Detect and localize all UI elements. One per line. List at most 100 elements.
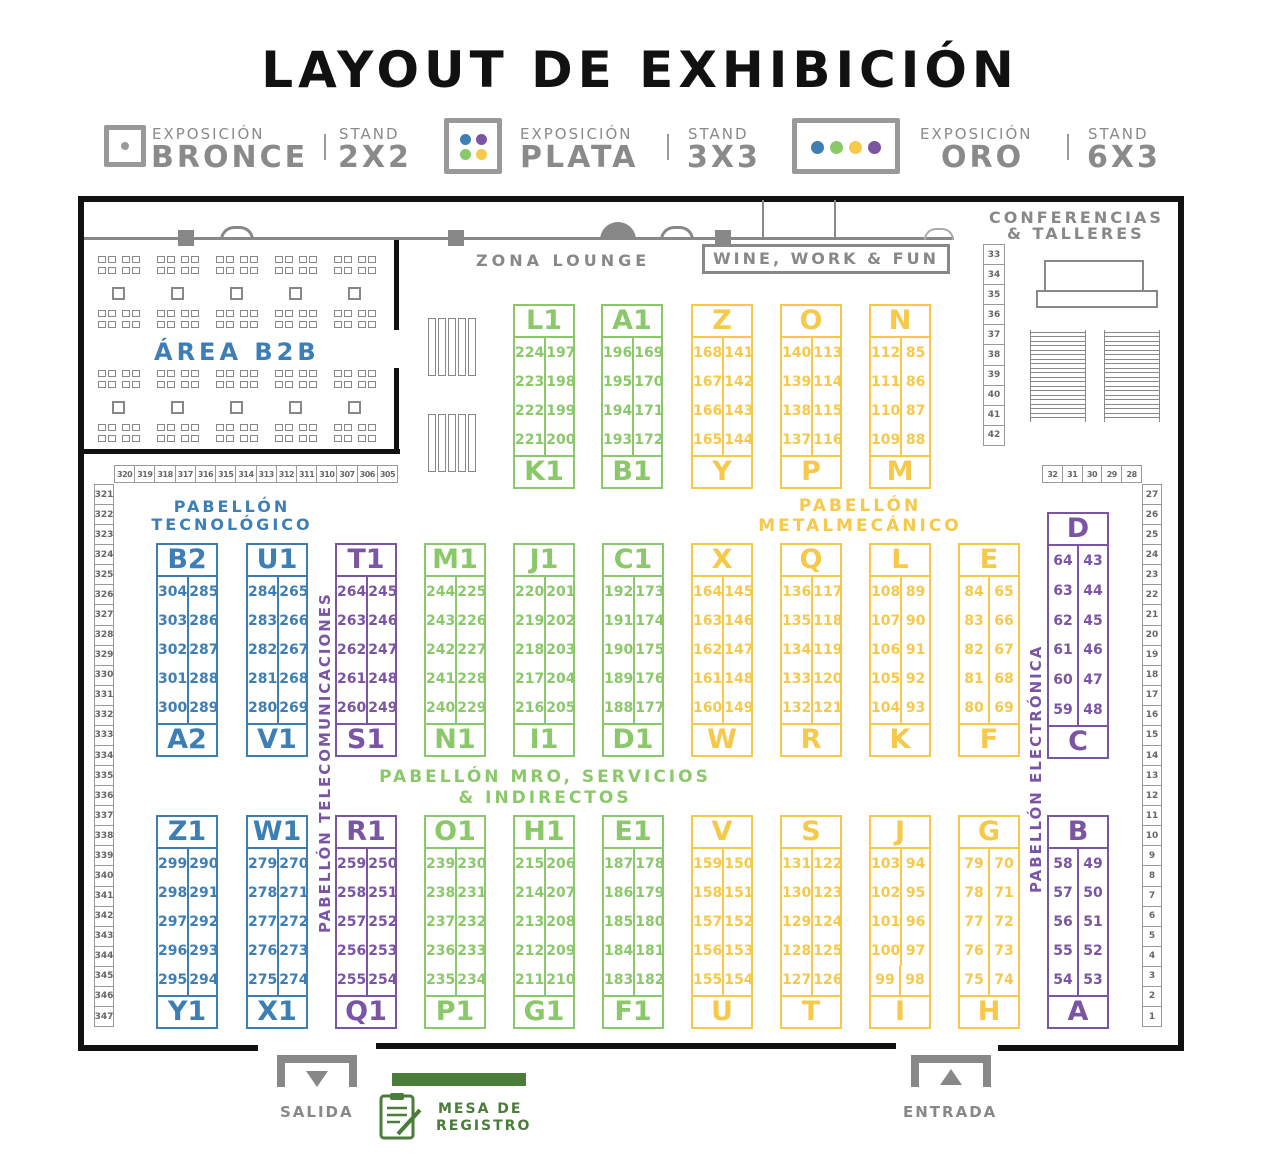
small-stand[interactable]: 323: [95, 525, 113, 546]
stand-number[interactable]: 53: [1083, 972, 1103, 989]
small-stand[interactable]: 9: [1143, 846, 1161, 867]
stand-number[interactable]: 163: [693, 606, 725, 636]
stand-number[interactable]: 274: [279, 972, 309, 989]
stand-number[interactable]: 68: [994, 671, 1014, 688]
stand-number[interactable]: 220: [515, 577, 547, 607]
stand-number[interactable]: 174: [635, 612, 665, 629]
stand-number[interactable]: 138: [782, 396, 814, 426]
stand-number[interactable]: 127: [782, 965, 814, 996]
stand-number[interactable]: 54: [1049, 965, 1079, 996]
stand-number[interactable]: 204: [546, 671, 576, 688]
stand-number[interactable]: 186: [604, 878, 636, 908]
stand-number[interactable]: 66: [994, 612, 1014, 629]
stand-number[interactable]: 49: [1083, 855, 1103, 872]
stand-number[interactable]: 97: [905, 943, 926, 960]
small-stand[interactable]: 315: [216, 466, 237, 482]
stand-number[interactable]: 288: [189, 671, 219, 688]
stand-number[interactable]: 214: [515, 878, 547, 908]
stand-number[interactable]: 247: [368, 642, 398, 658]
stand-number[interactable]: 177: [635, 700, 665, 717]
stand-number[interactable]: 77: [960, 907, 990, 937]
stand-number[interactable]: 85: [905, 344, 926, 361]
stand-number[interactable]: 213: [515, 907, 547, 937]
stand-number[interactable]: 279: [248, 849, 280, 879]
stand-number[interactable]: 44: [1083, 582, 1103, 599]
small-stand[interactable]: 344: [95, 947, 113, 967]
small-stand[interactable]: 1: [1148, 1011, 1156, 1022]
stand-number[interactable]: 210: [546, 972, 576, 989]
stand-number[interactable]: 170: [634, 373, 664, 390]
stand-number[interactable]: 202: [546, 612, 576, 629]
stand-number[interactable]: 212: [515, 936, 547, 966]
stand-number[interactable]: 114: [813, 373, 843, 390]
stand-number[interactable]: 70: [994, 855, 1014, 872]
stand-number[interactable]: 272: [279, 914, 309, 930]
small-stand[interactable]: 28: [1126, 469, 1138, 479]
small-stand[interactable]: 32: [1043, 466, 1063, 482]
stand-number[interactable]: 55: [1049, 936, 1079, 966]
small-stand[interactable]: 37: [984, 325, 1004, 346]
stand-number[interactable]: 175: [635, 642, 665, 658]
stand-number[interactable]: 144: [724, 432, 754, 449]
stand-number[interactable]: 254: [368, 972, 398, 989]
stand-number[interactable]: 193: [603, 425, 635, 455]
small-stand[interactable]: 7: [1143, 887, 1161, 907]
small-stand[interactable]: 319: [135, 466, 156, 482]
small-stand[interactable]: 321: [95, 485, 113, 506]
stand-number[interactable]: 221: [515, 425, 547, 455]
stand-number[interactable]: 131: [782, 849, 814, 879]
stand-number[interactable]: 111: [871, 367, 903, 397]
stand-number[interactable]: 134: [782, 635, 814, 665]
stand-number[interactable]: 94: [905, 855, 926, 872]
small-stand[interactable]: 21: [1143, 605, 1161, 626]
stand-number[interactable]: 129: [782, 907, 814, 937]
stand-number[interactable]: 238: [426, 878, 458, 908]
stand-number[interactable]: 269: [279, 700, 309, 717]
small-stand[interactable]: 30: [1083, 466, 1103, 482]
stand-number[interactable]: 161: [693, 664, 725, 694]
stand-number[interactable]: 223: [515, 367, 547, 397]
stand-number[interactable]: 266: [279, 612, 309, 629]
stand-number[interactable]: 74: [994, 972, 1014, 989]
stand-number[interactable]: 81: [960, 664, 990, 694]
stand-number[interactable]: 147: [724, 642, 754, 658]
stand-number[interactable]: 294: [189, 972, 219, 989]
small-stand[interactable]: 332: [95, 706, 113, 726]
stand-number[interactable]: 283: [248, 606, 280, 636]
small-stand[interactable]: 16: [1143, 706, 1161, 726]
stand-number[interactable]: 236: [426, 936, 458, 966]
small-stand[interactable]: 14: [1143, 746, 1161, 767]
small-stand[interactable]: 307: [337, 466, 358, 482]
stand-number[interactable]: 105: [871, 664, 903, 694]
small-stand[interactable]: 318: [155, 466, 176, 482]
small-stand[interactable]: 39: [984, 366, 1004, 386]
small-stand[interactable]: 342: [95, 907, 113, 927]
small-stand[interactable]: 337: [95, 806, 113, 827]
stand-number[interactable]: 181: [635, 943, 665, 960]
stand-number[interactable]: 71: [994, 884, 1014, 901]
stand-number[interactable]: 296: [158, 936, 190, 966]
stand-number[interactable]: 271: [279, 884, 309, 901]
stand-number[interactable]: 259: [337, 849, 369, 879]
small-stand[interactable]: 35: [984, 285, 1004, 306]
stand-number[interactable]: 157: [693, 907, 725, 937]
small-stand[interactable]: 23: [1143, 565, 1161, 586]
stand-number[interactable]: 72: [994, 914, 1014, 930]
small-stand[interactable]: 330: [95, 666, 113, 686]
stand-number[interactable]: 58: [1049, 849, 1079, 879]
stand-number[interactable]: 146: [724, 612, 754, 629]
small-stand[interactable]: 320: [115, 466, 136, 482]
stand-number[interactable]: 122: [813, 855, 843, 872]
small-stand[interactable]: 340: [95, 866, 113, 887]
stand-number[interactable]: 225: [457, 583, 487, 600]
small-stand[interactable]: 5: [1143, 927, 1161, 947]
small-stand[interactable]: 334: [95, 746, 113, 767]
small-stand[interactable]: 333: [95, 726, 113, 747]
stand-number[interactable]: 143: [724, 403, 754, 420]
